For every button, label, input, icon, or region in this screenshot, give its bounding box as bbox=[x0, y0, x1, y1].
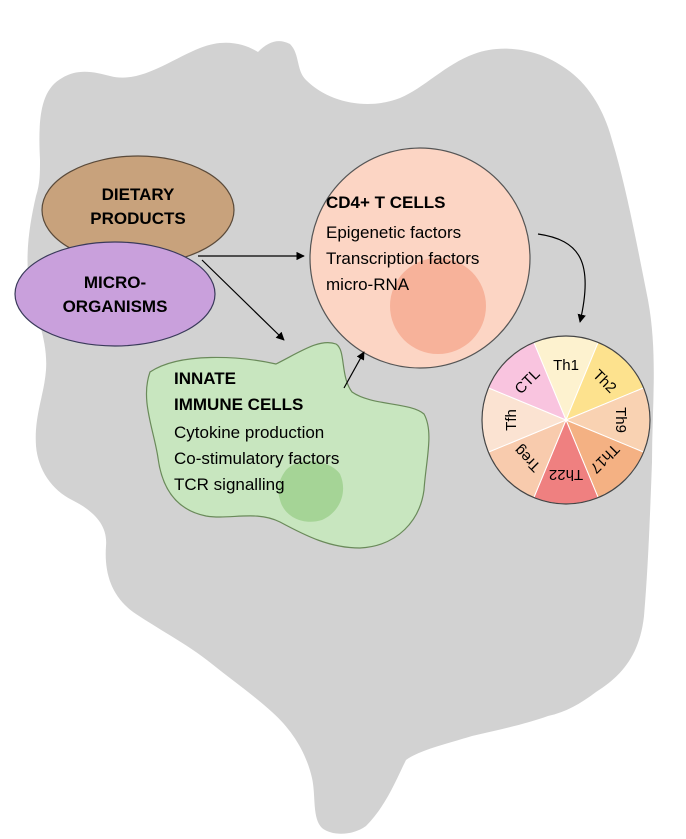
arrow-cd4-to-subsets bbox=[537, 233, 586, 323]
innate-item-tcr: TCR signalling bbox=[174, 475, 285, 494]
dietary-line-2: PRODUCTS bbox=[90, 209, 185, 228]
subset-pie-outline bbox=[481, 335, 651, 505]
cd4-item-transcription: Transcription factors bbox=[326, 249, 479, 268]
subset-label-th9: Th9 bbox=[612, 407, 629, 433]
innate-immune-cells-node: INNATE IMMUNE CELLS Cytokine production … bbox=[145, 342, 430, 549]
arrows bbox=[198, 233, 586, 389]
innate-title-line-1: INNATE bbox=[174, 369, 236, 388]
arrow-innate-to-cd4 bbox=[343, 351, 365, 389]
innate-blob bbox=[145, 342, 430, 549]
subset-label-tfh: Tfh bbox=[503, 409, 520, 431]
subset-label-th22: Th22 bbox=[549, 466, 583, 483]
innate-item-cytokine: Cytokine production bbox=[174, 423, 324, 442]
innate-title-line-2: IMMUNE CELLS bbox=[174, 395, 303, 414]
cd4-item-epigenetic: Epigenetic factors bbox=[326, 223, 461, 242]
cd4-t-cells-node: CD4+ T CELLS Epigenetic factors Transcri… bbox=[309, 147, 531, 369]
arrow-micro-to-innate bbox=[201, 259, 285, 341]
micro-line-2: ORGANISMS bbox=[63, 297, 168, 316]
micro-organisms-node: MICRO- ORGANISMS bbox=[14, 241, 216, 347]
micro-organisms-ellipse bbox=[14, 241, 216, 347]
dietary-products-node: DIETARY PRODUCTS bbox=[41, 155, 235, 265]
innate-inner-highlight bbox=[278, 461, 344, 522]
dietary-line-1: DIETARY bbox=[102, 185, 175, 204]
cd4-inner-highlight bbox=[390, 258, 486, 354]
cd4-item-micro-rna: micro-RNA bbox=[326, 275, 410, 294]
cd4-title: CD4+ T CELLS bbox=[326, 193, 446, 212]
subset-label-th1: Th1 bbox=[553, 357, 579, 374]
micro-line-1: MICRO- bbox=[84, 273, 146, 292]
innate-item-costimulatory: Co-stimulatory factors bbox=[174, 449, 339, 468]
